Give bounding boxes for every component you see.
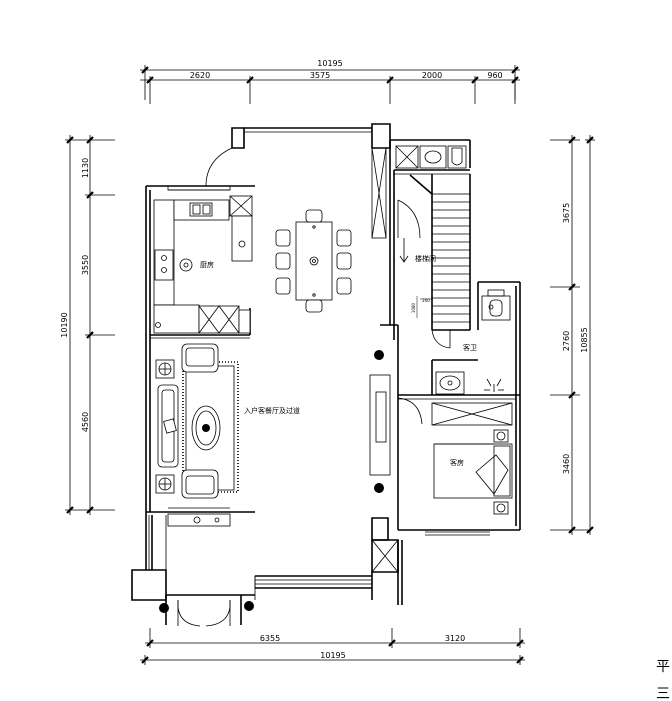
bottom-total-dim: 10195 <box>320 651 345 660</box>
stair-dim-1: 1080 <box>411 302 416 313</box>
top-dimension-chain: 10195 2620 3575 2000 960 <box>140 59 520 104</box>
kitchen-furniture: 厨房 <box>153 195 253 334</box>
kitchen-label: 厨房 <box>200 260 214 269</box>
guest-bed-furniture: 客房 <box>431 402 513 515</box>
title-glyph-bottom: 三 <box>656 686 670 701</box>
left-total-dim: 10190 <box>60 312 69 337</box>
guest-bath-label: 客卫 <box>463 343 477 352</box>
bottom-dim-1: 6355 <box>260 634 280 643</box>
stair-label: 楼梯间 <box>415 254 436 263</box>
right-dim-2: 2760 <box>562 331 571 351</box>
top-dim-4: 960 <box>487 71 502 80</box>
living-label: 入户客餐厅及过道 <box>244 406 300 415</box>
dining-set <box>275 209 352 313</box>
top-dim-2: 3575 <box>310 71 330 80</box>
left-dim-1: 1130 <box>81 158 90 178</box>
staircase: 楼梯间 1080 200 <box>399 174 471 331</box>
right-dim-3: 3460 <box>562 454 571 474</box>
openings <box>165 147 423 627</box>
title-glyph-top: 平 <box>656 659 670 675</box>
guest-bed-label: 客房 <box>450 458 464 467</box>
left-dim-2: 3550 <box>81 255 90 275</box>
bottom-dim-2: 3120 <box>445 634 465 643</box>
left-dimension-chain: 10190 1130 3550 4560 <box>60 135 115 515</box>
right-dimension-chain: 3675 2760 3460 10855 <box>550 135 595 535</box>
light-fixture-icon <box>484 378 504 392</box>
bottom-dimension-chain: 6355 3120 10195 <box>140 628 525 665</box>
top-dim-3: 2000 <box>422 71 442 80</box>
guest-bath-fixtures: 客卫 <box>431 289 511 395</box>
top-total-dim: 10195 <box>317 59 342 68</box>
top-dim-1: 2620 <box>190 71 210 80</box>
right-total-dim: 10855 <box>580 327 589 352</box>
cropped-title-text: 平 三 <box>656 659 670 701</box>
upper-bath-fixtures <box>395 145 467 169</box>
right-dim-1: 3675 <box>562 203 571 223</box>
living-furniture: 入户客餐厅及过道 <box>155 343 384 613</box>
left-dim-3: 4560 <box>81 412 90 432</box>
stair-dim-2: 200 <box>422 298 430 303</box>
